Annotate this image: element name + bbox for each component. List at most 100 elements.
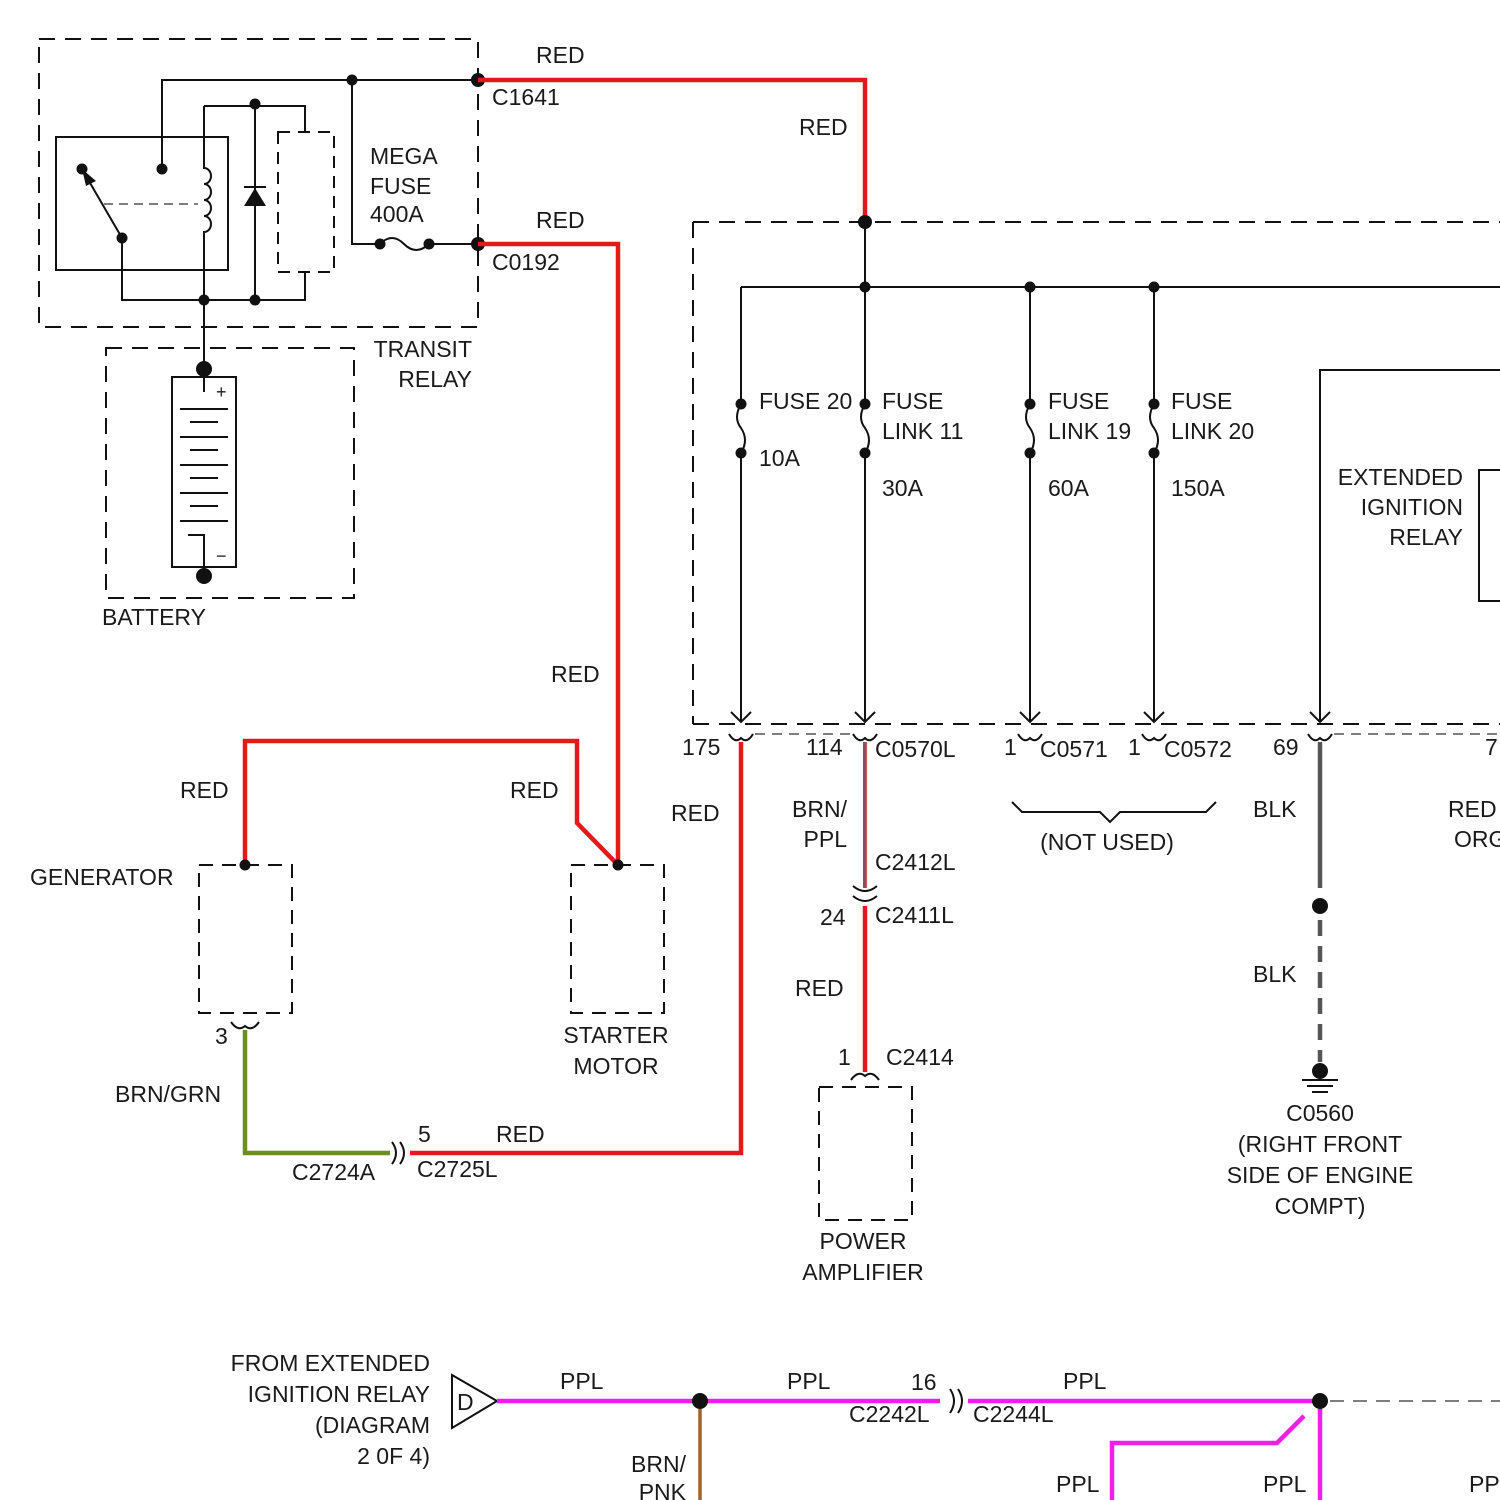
ground-location: C0560 [1286, 1100, 1354, 1126]
connector-c1641: C1641 [492, 84, 560, 110]
starter-terminal-dot [613, 860, 624, 871]
junction-dot [250, 99, 261, 110]
fuse-icon [861, 404, 869, 453]
starter-motor: STARTER MOTOR [563, 860, 668, 1080]
fuse-icon [1150, 404, 1158, 453]
fuse-20: FUSE 20 10A [736, 287, 853, 722]
generator-label: GENERATOR [30, 864, 174, 890]
ground-location: COMPT) [1275, 1193, 1366, 1219]
wire-label-red: RED [496, 1121, 545, 1147]
battery-plus-icon: + [216, 382, 227, 402]
ground-location: (RIGHT FRONT [1238, 1131, 1402, 1157]
pin-114: 114 [806, 734, 843, 760]
wire-label-red: RED [551, 661, 600, 687]
wire-label-brn-ppl: BRN/ [792, 796, 848, 822]
fuse-icon [737, 404, 745, 453]
connector-icon [729, 734, 753, 740]
battery-terminal-dot [196, 361, 212, 377]
offpage-source-label: (DIAGRAM [315, 1412, 430, 1438]
wire-label-ppl: PPL [1263, 1471, 1307, 1497]
power-amplifier-label: POWER [820, 1228, 907, 1254]
battery-outline [106, 348, 354, 598]
fuse-link-11-rating: 30A [882, 475, 924, 501]
offpage-source-label: 2 0F 4) [357, 1443, 430, 1469]
wire-label-ppl: PP [1469, 1471, 1500, 1497]
transit-relay-label: RELAY [398, 366, 472, 392]
battery-minus-icon: − [216, 546, 227, 566]
fuse-box: FUSE 20 10A FUSE LINK 11 30A FUSE LINK 1… [693, 215, 1500, 724]
connector-c0572: C0572 [1164, 736, 1232, 762]
wire-label-red: RED [510, 777, 559, 803]
pin-16: 16 [911, 1369, 937, 1395]
generator-outline [199, 865, 292, 1013]
offpage-source-label: FROM EXTENDED [231, 1350, 430, 1376]
extended-ignition-relay-label: EXTENDED [1338, 464, 1463, 490]
wire-brn-grn [245, 1030, 390, 1153]
ground-location: SIDE OF ENGINE [1227, 1162, 1414, 1188]
connector-c2411l: C2411L [875, 902, 954, 928]
connector-icon [1018, 734, 1042, 740]
pin-1: 1 [838, 1044, 851, 1070]
ground-icon [1302, 1080, 1338, 1092]
mega-fuse-label: FUSE [370, 173, 431, 199]
extended-ignition-relay: EXTENDED IGNITION RELAY [1320, 370, 1500, 722]
battery-terminal-dot [196, 568, 212, 584]
connector-icon [851, 1074, 879, 1080]
offpage-letter: D [457, 1389, 474, 1415]
connector-icon [1142, 734, 1166, 740]
connector-c0571: C0571 [1040, 736, 1108, 762]
fuse-link-11-label: FUSE [882, 388, 943, 414]
not-used-label: (NOT USED) [1040, 829, 1174, 855]
wire-label-red: RED [180, 777, 229, 803]
connector-c2724a: C2724A [292, 1159, 376, 1185]
connector-c2412l: C2412L [875, 849, 956, 875]
connector-c0192: C0192 [492, 249, 560, 275]
connector-icon [1308, 734, 1332, 740]
connector-c2244l: C2244L [973, 1401, 1054, 1427]
pin-1: 1 [1004, 734, 1017, 760]
pin-1: 1 [1128, 734, 1141, 760]
wire-label-ppl: PPL [787, 1368, 831, 1394]
not-used-bracket [1012, 802, 1216, 822]
wire-label-red-org: ORG [1454, 826, 1500, 852]
diode-icon [244, 188, 266, 206]
inline-connector-icon [392, 1142, 404, 1164]
fuse-link-19-label: LINK 19 [1048, 418, 1131, 444]
wire-red-generator [245, 741, 618, 865]
relay-switch-arm [86, 176, 122, 238]
mega-fuse-icon [380, 238, 429, 250]
wire-label-ppl: PPL [560, 1368, 604, 1394]
connector-c2414: C2414 [886, 1044, 954, 1070]
splice-dot [1312, 1393, 1328, 1409]
relay-switch-arrow-icon [82, 169, 96, 186]
relay-resistor-element [278, 132, 334, 272]
mega-fuse-label: MEGA [370, 143, 438, 169]
connector-icon [853, 734, 877, 740]
battery-label: BATTERY [102, 604, 206, 630]
wire-label-ppl: PPL [1056, 1471, 1100, 1497]
junction-dot [250, 295, 261, 306]
pin-69: 69 [1273, 734, 1299, 760]
battery: + − BATTERY [102, 300, 354, 630]
wire-label-brn-pnk: PNK [639, 1479, 687, 1500]
pin-7: 7 [1485, 734, 1498, 760]
connector-c2725l: C2725L [417, 1156, 498, 1182]
inline-connector-icon [853, 886, 877, 901]
power-amplifier: POWER AMPLIFIER [802, 1087, 923, 1285]
fuse-link-11-label: LINK 11 [882, 418, 963, 444]
wire-label-red: RED [536, 42, 585, 68]
splice-dot [692, 1393, 708, 1409]
starter-motor-outline [571, 865, 664, 1013]
fuse-icon [1026, 404, 1034, 453]
pin-24: 24 [820, 904, 846, 930]
wire-label-blk: BLK [1253, 961, 1297, 987]
wire-label-red: RED [799, 114, 848, 140]
wire-label-red: RED [795, 975, 844, 1001]
relay-coil-box [1479, 470, 1500, 601]
power-amplifier-outline [819, 1087, 912, 1220]
extended-ignition-relay-label: RELAY [1389, 524, 1463, 550]
pin-5: 5 [418, 1121, 431, 1147]
fuse-link-19-rating: 60A [1048, 475, 1090, 501]
wire-label-ppl: PPL [1063, 1368, 1107, 1394]
wire-label-brn-grn: BRN/GRN [115, 1081, 221, 1107]
